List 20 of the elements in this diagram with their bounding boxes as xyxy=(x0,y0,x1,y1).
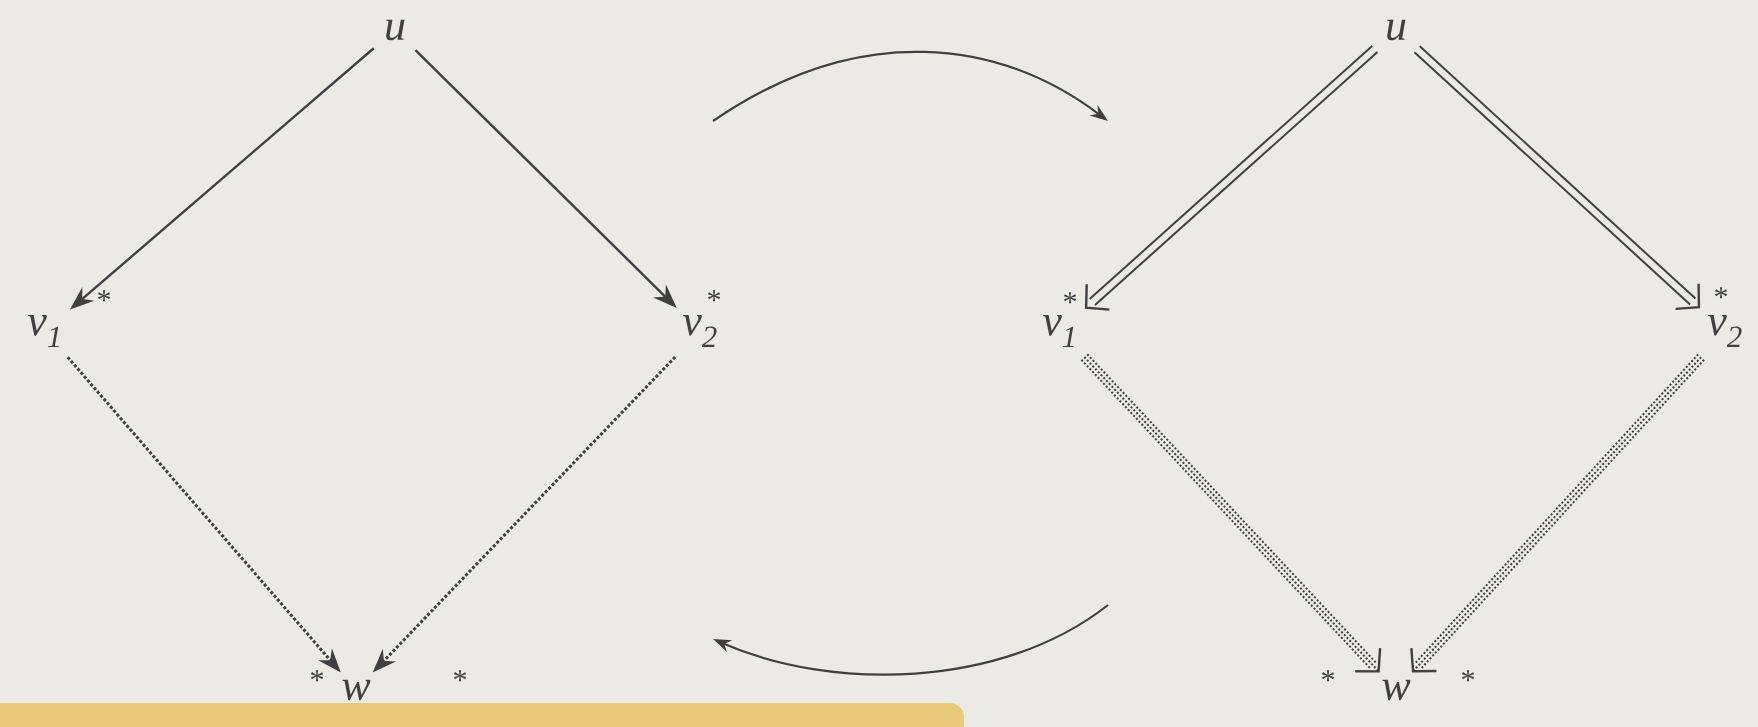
variable-label: w xyxy=(342,679,371,701)
variable-label: w xyxy=(1382,679,1411,701)
variable-label: u xyxy=(1387,19,1406,41)
asterisk: * xyxy=(707,290,721,302)
variable-label: v$_{1}$ xyxy=(1042,315,1074,347)
asterisk: * xyxy=(1714,287,1728,299)
asterisk: * xyxy=(453,670,467,682)
arrow xyxy=(1410,353,1706,673)
asterisk: * xyxy=(1321,670,1335,682)
arrow xyxy=(1080,353,1382,673)
arrow xyxy=(1413,45,1701,311)
asterisk: * xyxy=(97,290,111,302)
variable-label: v$_{2}$ xyxy=(1707,315,1742,347)
asterisk: * xyxy=(1461,670,1475,682)
variable-label: v$_{1}$ xyxy=(27,315,59,347)
asterisk: * xyxy=(310,670,324,682)
asterisk: * xyxy=(1063,292,1077,304)
variable-label: v$_{2}$ xyxy=(682,315,717,347)
arrow xyxy=(1084,44,1379,311)
variable-label: u xyxy=(386,19,405,41)
